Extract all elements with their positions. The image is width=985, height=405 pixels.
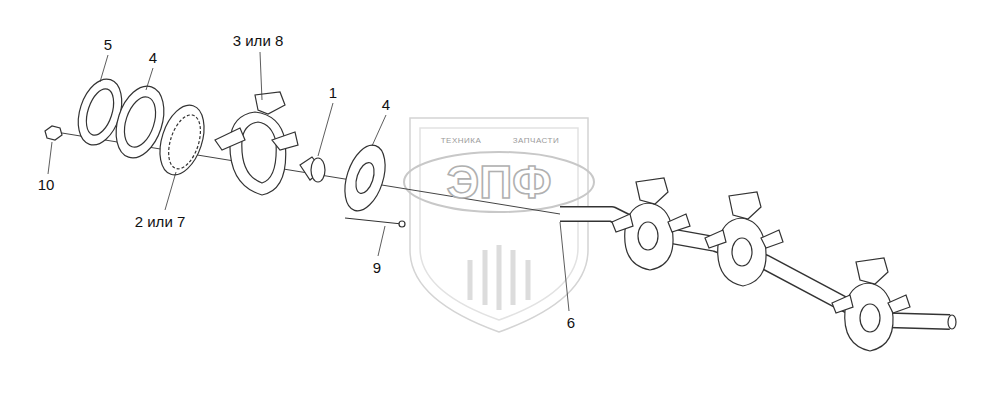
callout-number: 4 bbox=[149, 50, 157, 67]
shaft-tube bbox=[560, 214, 956, 329]
exploded-parts bbox=[45, 73, 405, 227]
callout-number: 6 bbox=[567, 315, 575, 332]
watermark-text: ЗАПЧАСТИ bbox=[513, 137, 559, 146]
callout-number: 1 bbox=[329, 85, 337, 102]
watermark-logo: ЭПФ bbox=[442, 157, 555, 208]
callout-number: 9 bbox=[373, 260, 381, 277]
callout-number: 3 или 8 bbox=[233, 33, 284, 50]
leader-lines bbox=[48, 52, 569, 311]
shaft-housings bbox=[612, 178, 910, 351]
callout-number: 10 bbox=[38, 177, 55, 194]
watermark-shield bbox=[404, 118, 594, 332]
callout-number: 5 bbox=[104, 37, 112, 54]
callout-number: 2 или 7 bbox=[135, 214, 186, 231]
watermark-text: ТЕХНИКА bbox=[441, 137, 482, 146]
callout-number: 4 bbox=[382, 97, 390, 114]
